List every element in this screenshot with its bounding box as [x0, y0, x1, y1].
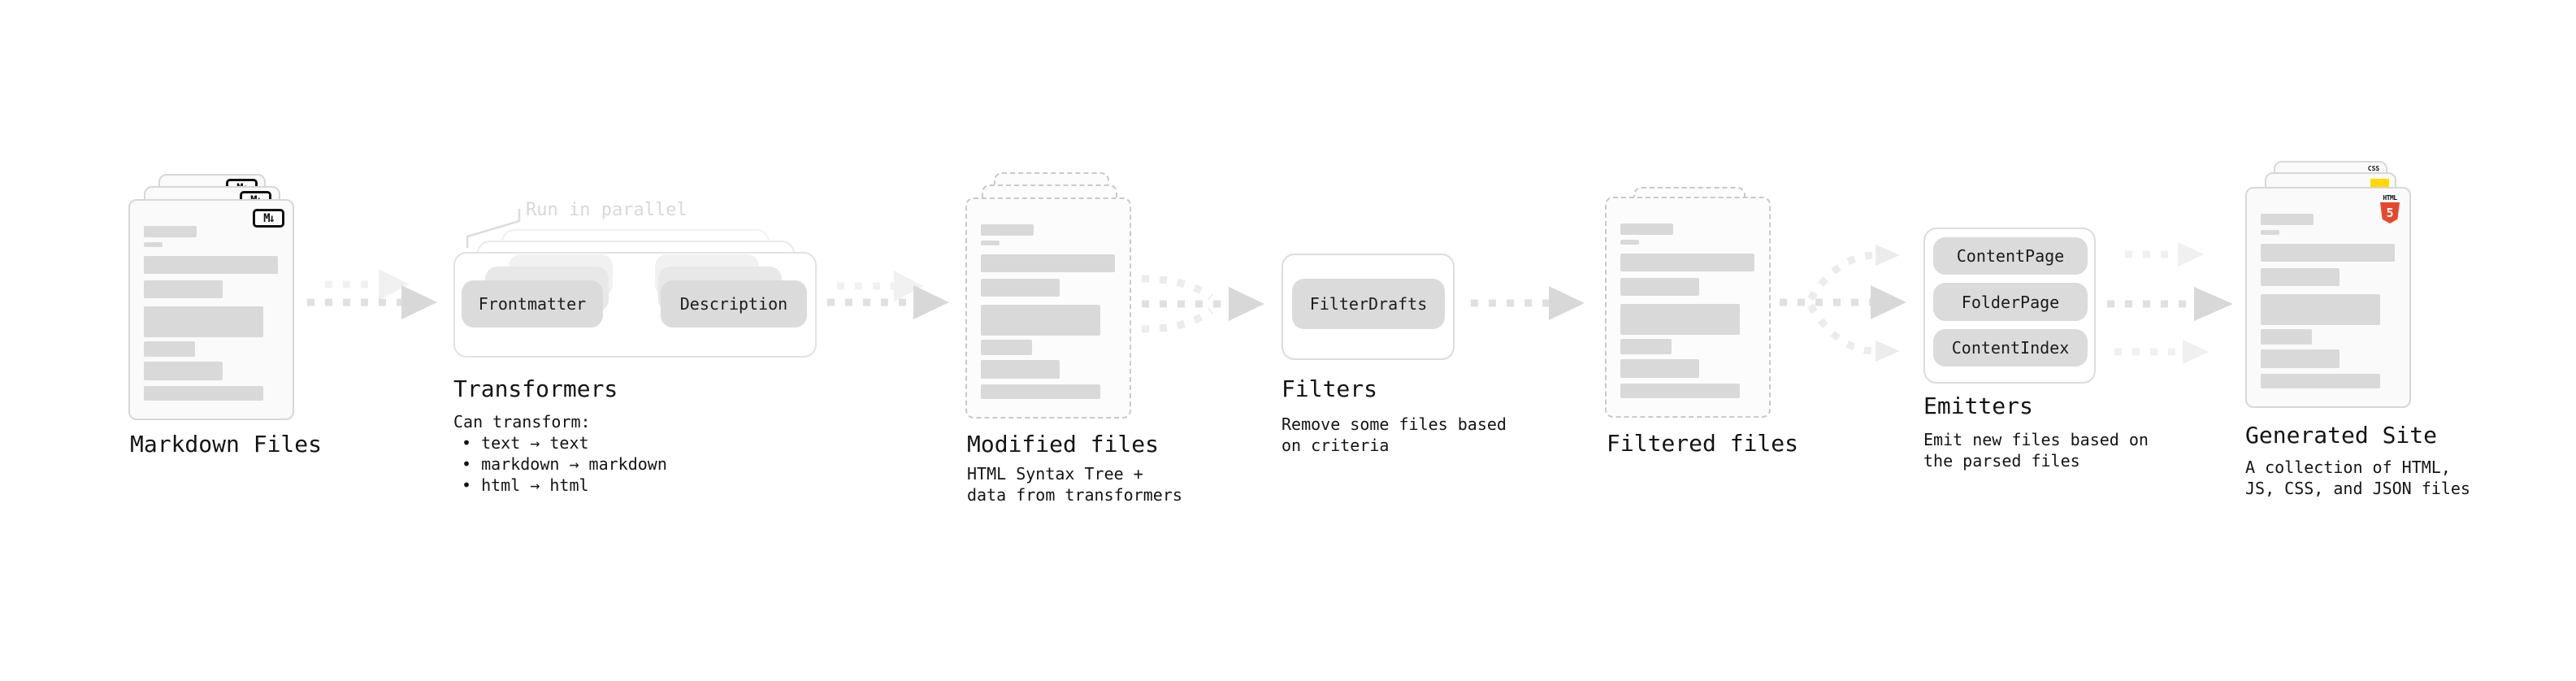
skeleton-line	[2261, 374, 2380, 388]
skeleton-line	[1620, 254, 1754, 271]
node-title: Transformers	[453, 375, 618, 402]
node-description: A collection of HTML, JS, CSS, and JSON …	[2245, 457, 2470, 499]
skeleton-line	[1620, 384, 1740, 398]
document	[965, 197, 1131, 419]
annotation-label: Run in parallel	[526, 200, 687, 220]
css-label: CSS	[2367, 165, 2380, 172]
document: HTML 5	[2245, 187, 2411, 408]
skeleton-line	[981, 254, 1115, 272]
skeleton-line	[981, 241, 1000, 245]
skeleton-line	[144, 362, 223, 380]
skeleton-line	[981, 340, 1032, 355]
dashed-arrow-icon	[307, 269, 437, 319]
skeleton-line	[981, 279, 1060, 297]
html5-shield: 5	[2380, 202, 2400, 223]
skeleton-line	[981, 224, 1034, 236]
description-line: • html → html	[462, 475, 589, 495]
description-line: the parsed files	[1923, 451, 2080, 471]
skeleton-line	[144, 386, 263, 401]
html5-icon: HTML 5	[2380, 194, 2400, 223]
skeleton-line	[2261, 230, 2279, 235]
skeleton-line	[1620, 359, 1699, 378]
dashed-arrow-icon	[827, 271, 949, 319]
skeleton-line	[1620, 304, 1740, 335]
contentpage-pill: ContentPage	[1933, 237, 2088, 275]
description-line: • markdown → markdown	[462, 454, 667, 474]
filterdrafts-pill: FilterDrafts	[1292, 279, 1445, 329]
split-arrow-icon	[1780, 245, 1906, 362]
description-line: HTML Syntax Tree +	[967, 464, 1143, 484]
description-pill: Description	[661, 280, 807, 327]
node-description: Can transform: • text → text • markdown …	[453, 411, 667, 496]
skeleton-line	[144, 242, 163, 247]
node-title: Emitters	[1923, 393, 2033, 419]
skeleton-line	[1620, 223, 1673, 235]
description-line: A collection of HTML,	[2245, 458, 2451, 477]
skeleton-line	[2261, 268, 2340, 286]
description-line: JS, CSS, and JSON files	[2245, 479, 2470, 498]
skeleton-line	[2261, 294, 2380, 325]
html5-label: HTML	[2383, 194, 2397, 202]
node-description: Remove some files based on criteria	[1281, 414, 1507, 456]
node-title: Generated Site	[2245, 422, 2438, 449]
document	[1605, 197, 1771, 418]
description-line: Remove some files based	[1281, 414, 1507, 434]
description-line: Can transform:	[453, 412, 591, 432]
skeleton-line	[2261, 214, 2314, 225]
parallel-arrows-icon	[2107, 242, 2233, 364]
node-description: HTML Syntax Tree + data from transformer…	[967, 463, 1182, 505]
contentindex-pill: ContentIndex	[1933, 329, 2088, 367]
skeleton-line	[144, 341, 195, 357]
node-description: Emit new files based on the parsed files	[1923, 429, 2149, 471]
folderpage-pill: FolderPage	[1933, 283, 2088, 321]
skeleton-line	[2261, 244, 2395, 262]
skeleton-line	[144, 280, 223, 298]
markdown-icon: M↓	[253, 209, 284, 228]
description-line: on criteria	[1281, 436, 1390, 455]
skeleton-line	[981, 360, 1060, 379]
skeleton-line	[1620, 240, 1639, 245]
skeleton-line	[2261, 329, 2312, 345]
skeleton-line	[144, 226, 197, 237]
dashed-arrow-icon	[1471, 286, 1585, 320]
skeleton-line	[144, 306, 263, 337]
skeleton-line	[981, 384, 1100, 399]
html5-number: 5	[2386, 206, 2394, 220]
skeleton-line	[981, 305, 1100, 336]
description-line: data from transformers	[967, 485, 1182, 505]
node-title: Filters	[1281, 375, 1378, 402]
skeleton-line	[144, 256, 278, 274]
merge-arrow-icon	[1141, 275, 1264, 333]
node-title: Modified files	[967, 431, 1160, 458]
node-title: Markdown Files	[130, 431, 323, 458]
document: M↓	[128, 199, 294, 420]
js-icon	[2370, 179, 2389, 188]
node-title: Filtered files	[1607, 430, 1799, 457]
frontmatter-pill: Frontmatter	[462, 280, 603, 327]
skeleton-line	[1620, 339, 1672, 354]
description-line: Emit new files based on	[1923, 430, 2149, 449]
skeleton-line	[1620, 278, 1699, 296]
skeleton-line	[2261, 349, 2340, 368]
description-line: • text → text	[462, 433, 589, 453]
